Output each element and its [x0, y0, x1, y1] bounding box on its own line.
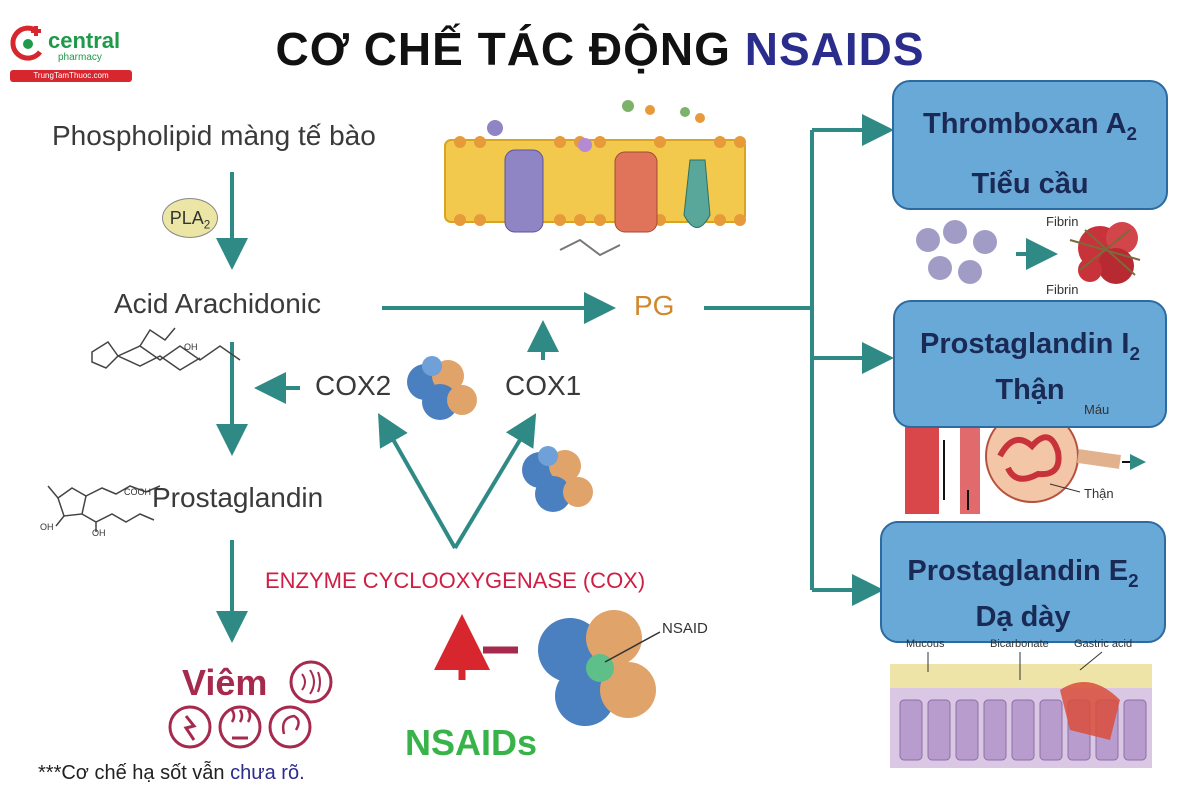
arrow-cox-cox2: [378, 413, 457, 549]
label-prostaglandin: Prostaglandin: [152, 482, 324, 513]
enzyme-pla2: PLA2: [162, 198, 218, 238]
logo-brand: central: [48, 28, 121, 53]
label-arachidonic-acid: Acid Arachidonic: [114, 288, 322, 319]
footnote-blue: chưa rõ.: [230, 762, 305, 784]
label-nsaids: NSAIDs: [405, 722, 538, 763]
label-nsaid-molecule: NSAID: [662, 620, 708, 637]
box-pge2-title: Prostaglandin E2: [907, 555, 1139, 591]
arrow-cox-cox1: [453, 413, 537, 550]
label-enzyme-cox: ENZYME CYCLOOXYGENASE (COX): [265, 568, 646, 593]
footnote-prefix: ***Cơ chế hạ sốt vẫn: [38, 762, 231, 784]
cell-membrane-illustration: [444, 100, 746, 257]
prostaglandin-structure: [47, 485, 161, 532]
annotation-bicarbonate: Bicarbonate: [990, 638, 1049, 650]
label-phospholipid: Phospholipid màng tế bào: [52, 120, 376, 151]
platelet-illustration: [916, 220, 997, 284]
title-main: CƠ CHẾ TÁC ĐỘNG: [275, 23, 731, 75]
box-pgi2-title: Prostaglandin I2: [920, 328, 1140, 364]
annotation-mau: Máu: [1084, 402, 1110, 417]
cox1-enzyme-icon: [522, 446, 593, 512]
annotation-fibrin-bottom: Fibrin: [1046, 282, 1079, 297]
annotation-fibrin-top: Fibrin: [1046, 214, 1079, 229]
arachidonic-structure: [91, 327, 241, 371]
prostaglandin-cooh: COOH: [124, 487, 151, 497]
title-accent: NSAIDS: [744, 23, 925, 75]
prostaglandin-oh-2: OH: [92, 528, 106, 538]
box-pgi2-target: Thận: [995, 373, 1065, 406]
box-pge2-target: Dạ dày: [975, 600, 1071, 633]
annotation-gastric-acid: Gastric acid: [1074, 638, 1133, 650]
label-cox1: COX1: [505, 370, 582, 401]
box-thromboxan: Thromboxan A2 Tiểu cầu: [892, 80, 1168, 210]
kidney-illustration: [905, 406, 1146, 514]
prostaglandin-oh-1: OH: [40, 522, 54, 532]
cox2-enzyme-icon: [407, 356, 477, 420]
annotation-than: Thận: [1084, 486, 1114, 501]
stomach-lining-illustration: [890, 651, 1152, 768]
annotation-mucous: Mucous: [906, 638, 945, 650]
footnote: ***Cơ chế hạ sốt vẫn chưa rõ.: [38, 762, 305, 785]
box-prostaglandin-i2: Prostaglandin I2 Thận: [893, 300, 1167, 428]
label-pg: PG: [634, 290, 675, 321]
pla2-sub: 2: [203, 218, 211, 232]
pla2-text: PLA: [169, 208, 204, 228]
logo: central pharmacy TrungTamThuoc.com: [8, 22, 138, 82]
page-title: CƠ CHẾ TÁC ĐỘNG NSAIDS: [0, 22, 1200, 76]
arachidonic-oh: OH: [184, 342, 198, 352]
inflammation-icons: [168, 660, 333, 749]
logo-sub: pharmacy: [58, 52, 102, 63]
label-viem: Viêm: [182, 662, 268, 703]
logo-mark-icon: [10, 25, 43, 61]
logo-site: TrungTamThuoc.com: [10, 70, 132, 82]
fibrin-clot-illustration: [1069, 222, 1141, 284]
nsaid-complex-icon: [538, 610, 661, 726]
box-thromboxan-target: Tiểu cầu: [971, 167, 1089, 200]
box-thromboxan-title: Thromboxan A2: [922, 108, 1138, 144]
box-prostaglandin-e2: Prostaglandin E2 Dạ dày: [880, 521, 1166, 643]
label-cox2: COX2: [315, 370, 392, 401]
